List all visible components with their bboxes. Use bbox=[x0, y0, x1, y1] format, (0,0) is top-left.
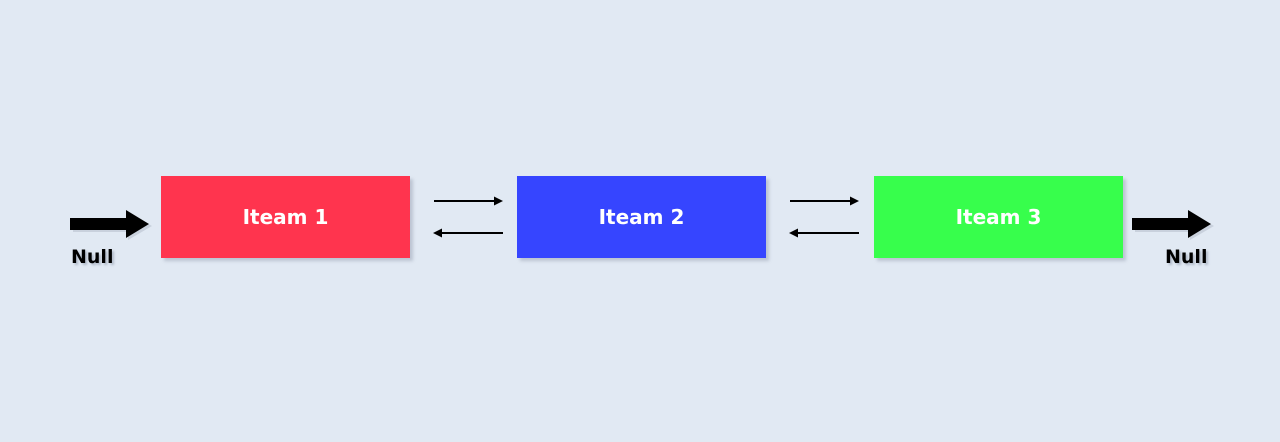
tail-null-arrow-icon bbox=[1132, 210, 1214, 240]
tail-null-label: Null bbox=[1165, 246, 1208, 268]
node-label: Iteam 1 bbox=[242, 205, 329, 229]
prev-link-arrow-icon bbox=[789, 228, 859, 238]
node-label: Iteam 3 bbox=[955, 205, 1042, 229]
list-node-1: Iteam 1 bbox=[161, 176, 410, 258]
node-label: Iteam 2 bbox=[598, 205, 685, 229]
list-node-3: Iteam 3 bbox=[874, 176, 1123, 258]
head-null-arrow-icon bbox=[70, 210, 152, 240]
next-link-arrow-icon bbox=[790, 196, 859, 206]
next-link-arrow-icon bbox=[434, 196, 503, 206]
node-link-pair-1-2 bbox=[433, 196, 503, 238]
node-link-pair-2-3 bbox=[789, 196, 859, 238]
prev-link-arrow-icon bbox=[433, 228, 503, 238]
list-node-2: Iteam 2 bbox=[517, 176, 766, 258]
head-null-label: Null bbox=[71, 246, 114, 268]
